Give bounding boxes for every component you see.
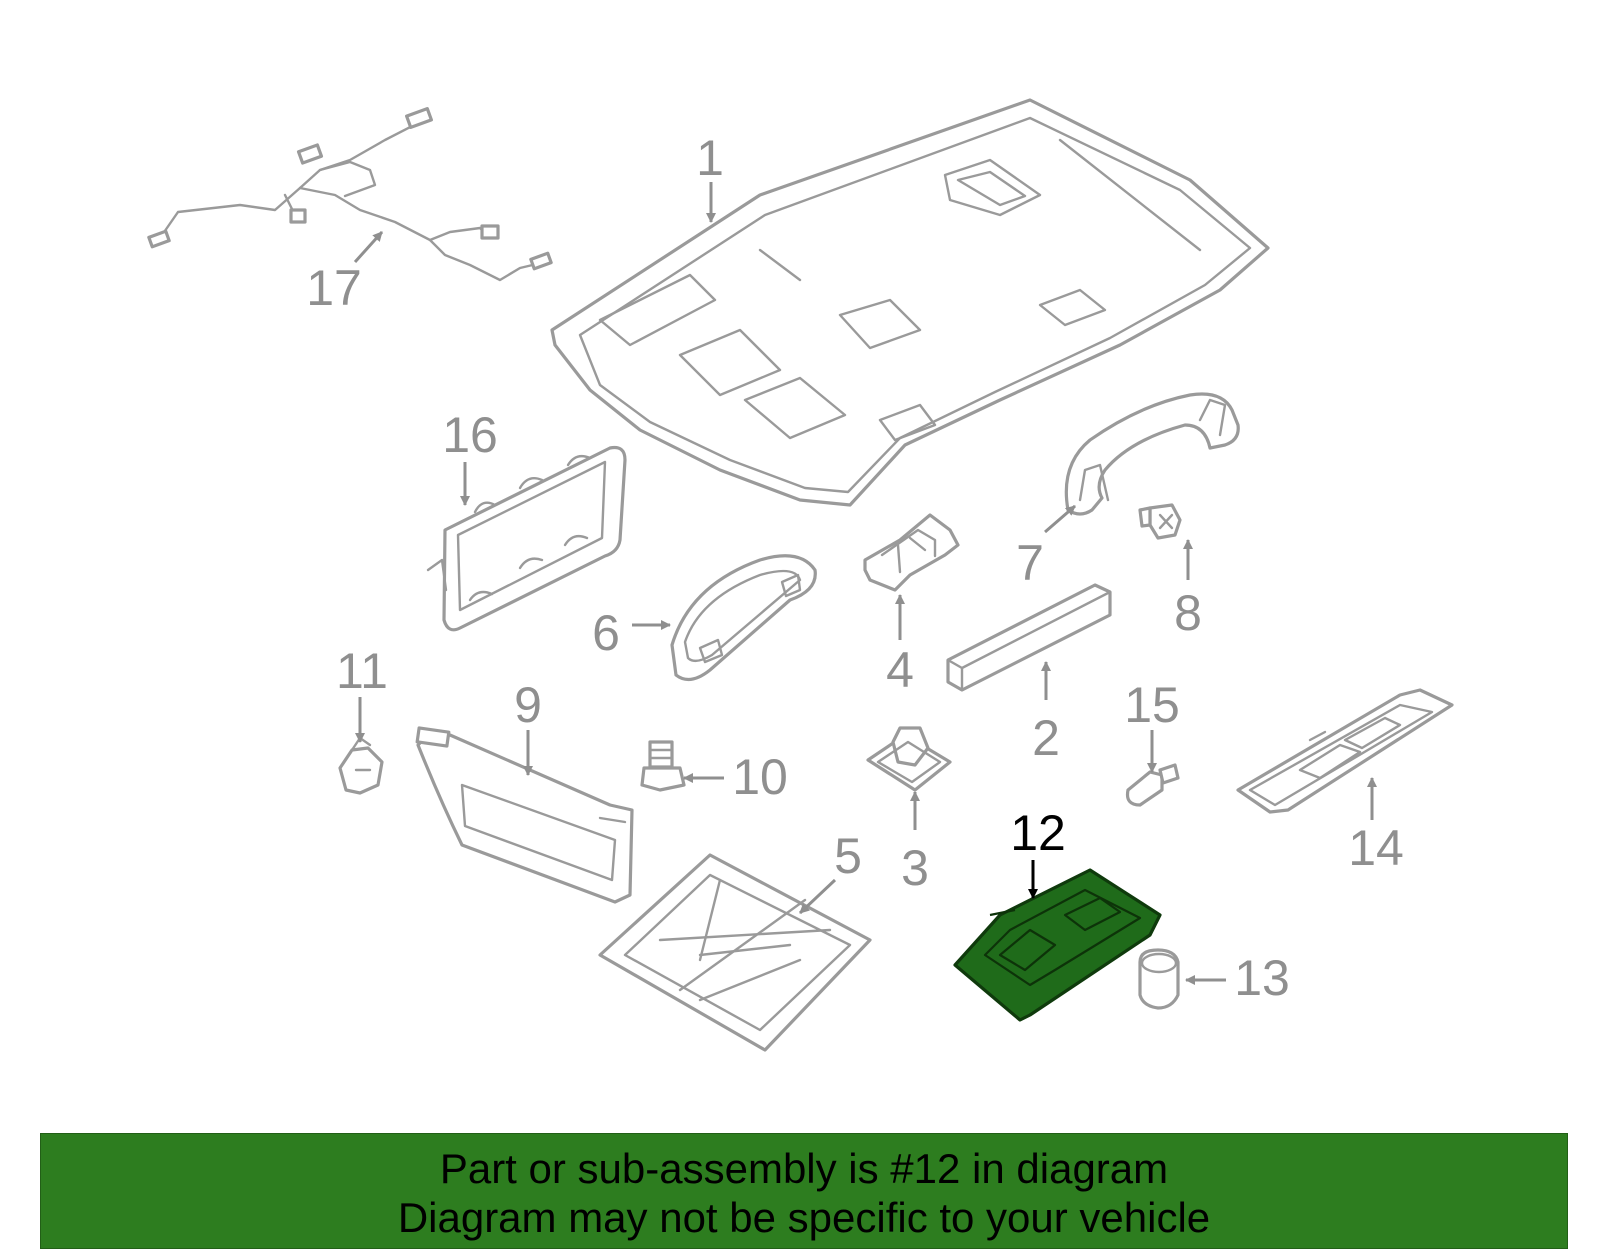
callout-4: 4 (886, 642, 914, 698)
part-12-map-lamp[interactable] (953, 868, 1162, 1022)
part-17-wiring-harness[interactable] (147, 106, 553, 282)
callout-13: 13 (1234, 950, 1290, 1006)
leader-7 (1044, 504, 1076, 534)
callout-6: 6 (592, 605, 620, 661)
callout-12: 12 (1010, 805, 1066, 861)
part-13-bulb[interactable] (1138, 948, 1180, 1010)
callout-labels: 1 2 3 4 5 6 7 8 9 10 11 12 13 14 15 16 1… (306, 130, 1404, 1006)
callout-16: 16 (442, 407, 498, 463)
leader-17 (353, 230, 384, 264)
part-3-socket[interactable] (866, 726, 952, 792)
banner-line-1: Part or sub-assembly is #12 in diagram (439, 1145, 1169, 1192)
part-14-lamp-housing[interactable] (1236, 688, 1454, 814)
banner-line-2: Diagram may not be specific to your vehi… (397, 1194, 1211, 1241)
callout-7: 7 (1016, 535, 1044, 591)
leader-lines (353, 182, 1377, 985)
part-1-headliner[interactable] (550, 98, 1270, 507)
part-9-sun-visor[interactable] (415, 726, 634, 904)
callout-14: 14 (1348, 820, 1404, 876)
info-banner: Part or sub-assembly is #12 in diagram D… (40, 1133, 1568, 1249)
part-8-clip[interactable] (1138, 503, 1182, 540)
callout-1: 1 (696, 130, 724, 186)
callout-3: 3 (901, 840, 929, 896)
callout-17: 17 (306, 260, 362, 316)
part-10-bolt[interactable] (640, 740, 686, 792)
callout-15: 15 (1124, 677, 1180, 733)
callout-2: 2 (1032, 710, 1060, 766)
callout-10: 10 (732, 749, 788, 805)
part-16-frame[interactable] (426, 445, 627, 632)
leader-5 (798, 878, 837, 915)
callout-8: 8 (1174, 585, 1202, 641)
part-7-grab-handle[interactable] (1064, 392, 1240, 516)
part-15-bulb[interactable] (1125, 763, 1180, 807)
part-4-bracket[interactable] (863, 513, 960, 592)
part-6-lens[interactable] (670, 554, 817, 682)
part-5-panel[interactable] (598, 853, 872, 1052)
callout-5: 5 (834, 828, 862, 884)
callout-9: 9 (514, 677, 542, 733)
callout-11: 11 (336, 643, 388, 699)
part-11-clip[interactable] (338, 736, 384, 795)
part-2-foam-strip[interactable] (946, 583, 1112, 692)
